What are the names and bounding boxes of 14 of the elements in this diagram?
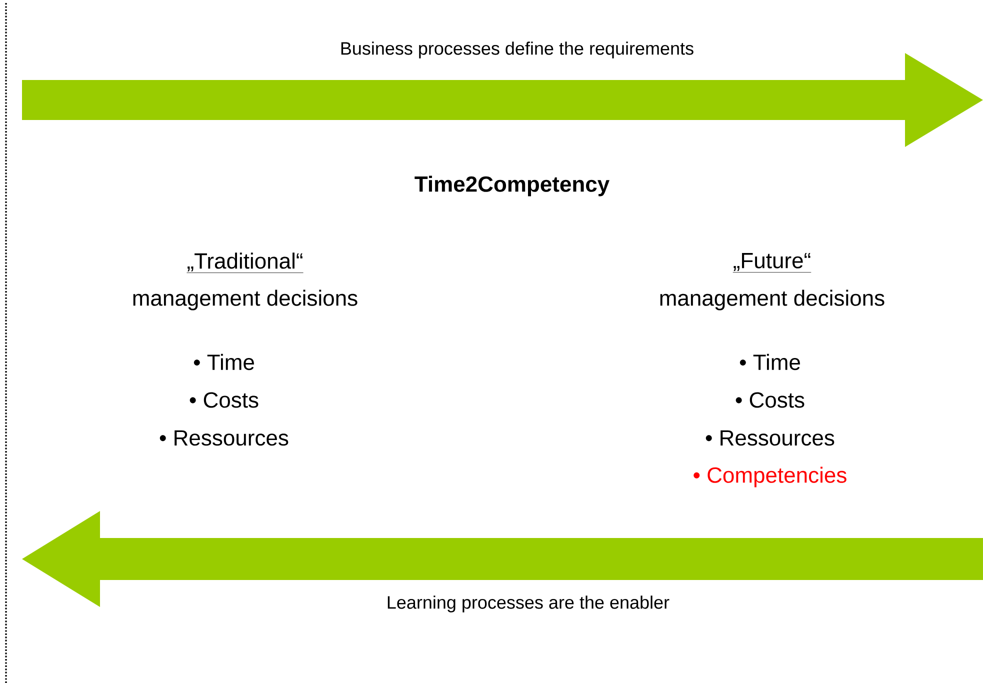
title: Time2Competency: [414, 176, 610, 196]
list-item: • Time: [194, 354, 254, 370]
arrow-caption: Learning processes are the enabler: [388, 596, 670, 612]
column-heading: management decisions: [133, 290, 358, 310]
column-heading: „Traditional“: [186, 252, 304, 273]
list-item: • Competencies: [694, 466, 846, 488]
arrow-caption: Business processes define the requirements: [341, 42, 694, 58]
list-item: • Ressources: [160, 430, 288, 446]
column-heading: „Future“: [732, 253, 812, 273]
list-item: • Costs: [190, 392, 258, 408]
list-item: • Costs: [736, 392, 804, 408]
list-item: • Time: [740, 354, 800, 370]
list-item: • Ressources: [706, 430, 834, 446]
column-heading: management decisions: [660, 290, 884, 310]
